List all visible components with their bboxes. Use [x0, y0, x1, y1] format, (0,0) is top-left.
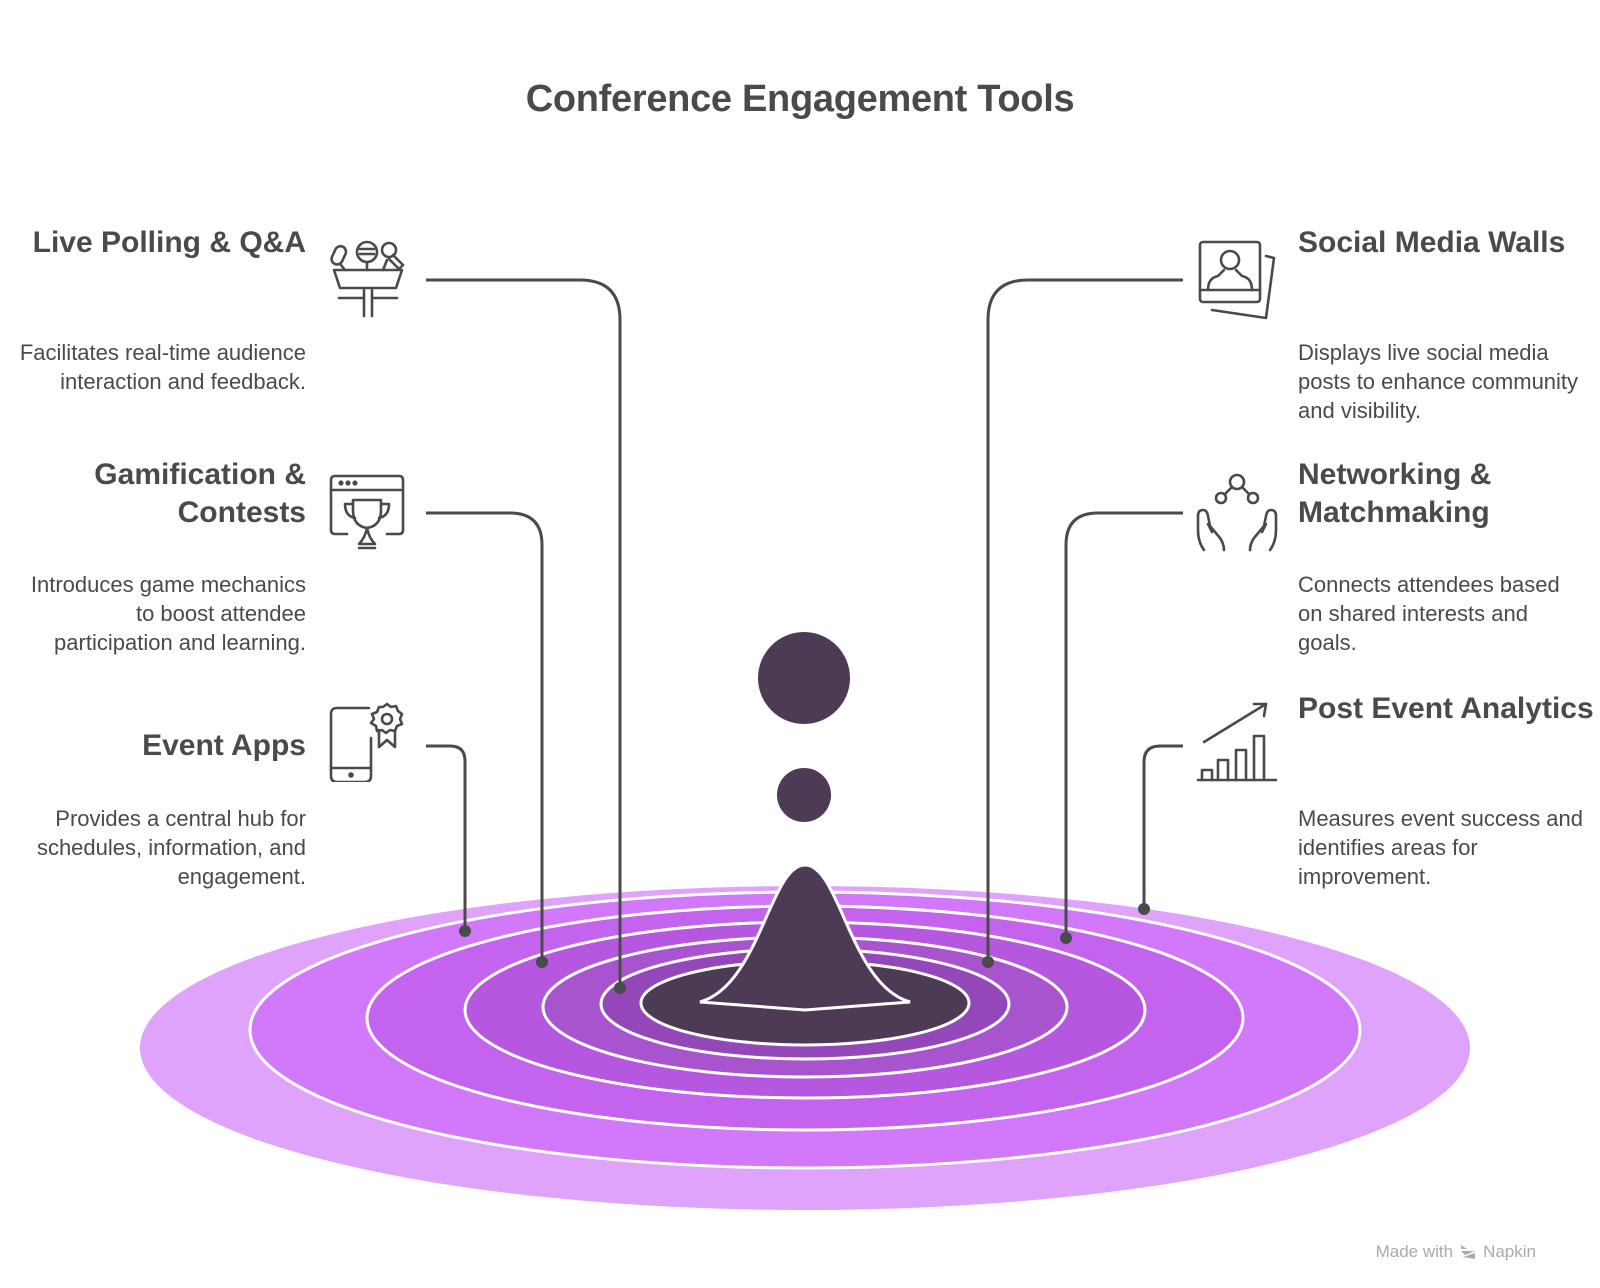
item-heading-analytics: Post Event Analytics — [1298, 692, 1594, 725]
item-heading-event-apps: Event Apps — [142, 729, 306, 762]
item-description-social-media: Displays live social media posts to enha… — [1298, 340, 1579, 423]
item-description-networking: Connects attendees based on shared inter… — [1298, 572, 1560, 655]
item-heading-gamification: Gamification & Contests — [94, 458, 306, 529]
trophy-browser-icon — [327, 472, 409, 554]
droplet-large — [758, 632, 850, 724]
napkin-brand-label: Napkin — [1483, 1242, 1536, 1261]
item-description-analytics: Measures event success and identifies ar… — [1298, 806, 1583, 889]
item-description-event-apps: Provides a central hub for schedules, in… — [36, 806, 306, 889]
connector-networking — [1064, 511, 1183, 938]
hands-network-icon — [1196, 472, 1278, 554]
napkin-logo-icon — [1461, 1245, 1476, 1259]
connector-dot — [982, 956, 994, 968]
connector-dot — [459, 925, 471, 937]
connector-live-polling — [426, 278, 622, 988]
podium-microphones-icon — [327, 238, 409, 320]
connector-dot — [1060, 932, 1072, 944]
connector-social-media — [986, 278, 1183, 962]
item-heading-social-media: Social Media Walls — [1298, 226, 1566, 259]
growth-chart-icon — [1196, 700, 1278, 782]
droplet-small — [777, 768, 831, 822]
page-title: Conference Engagement Tools — [525, 78, 1075, 120]
made-with-label: Made with — [1375, 1242, 1454, 1261]
connector-dot — [536, 956, 548, 968]
connector-gamification — [426, 511, 544, 962]
napkin-watermark: Made with Napkin — [1376, 1242, 1536, 1262]
connector-dot — [1138, 903, 1150, 915]
connector-analytics — [1142, 744, 1183, 909]
item-heading-live-polling: Live Polling & Q&A — [32, 226, 306, 259]
item-description-gamification: Introduces game mechanics to boost atten… — [30, 572, 306, 655]
connector-event-apps — [426, 744, 467, 931]
connector-dot — [614, 982, 626, 994]
profile-photos-icon — [1196, 238, 1278, 320]
phone-award-icon — [327, 700, 409, 784]
splash-peak — [699, 863, 911, 1012]
item-description-live-polling: Facilitates real-time audience interacti… — [19, 340, 306, 394]
item-heading-networking: Networking & Matchmaking — [1298, 458, 1492, 529]
